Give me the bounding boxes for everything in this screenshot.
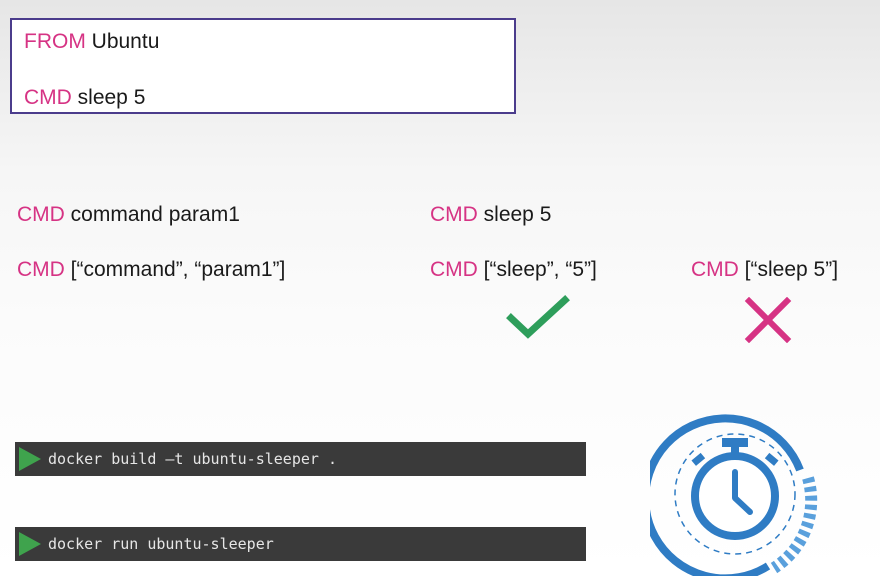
build-command-text: docker build –t ubuntu-sleeper .: [48, 450, 337, 468]
dockerfile-line-cmd: CMD sleep 5: [24, 86, 145, 110]
dockerfile-box: FROM Ubuntu CMD sleep 5: [10, 18, 516, 114]
cross-icon: [744, 297, 792, 343]
keyword-cmd: CMD: [430, 258, 478, 281]
play-arrow-icon: [19, 532, 41, 556]
exec-form-correct-example: CMD [“sleep”, “5”]: [430, 258, 597, 282]
shell-form-example: CMD sleep 5: [430, 203, 551, 227]
cmd-value: sleep 5: [71, 86, 146, 109]
check-icon: [506, 295, 570, 339]
shell-form-text: command param1: [64, 203, 240, 226]
exec-wrong-text: [“sleep 5”]: [738, 258, 839, 281]
from-value: Ubuntu: [85, 30, 160, 53]
run-command-text: docker run ubuntu-sleeper: [48, 535, 274, 553]
shell-example-text: sleep 5: [477, 203, 552, 226]
exec-form-text: [“command”, “param1”]: [64, 258, 286, 281]
stopwatch-icon: [650, 414, 818, 576]
exec-form-syntax: CMD [“command”, “param1”]: [17, 258, 285, 282]
keyword-cmd: CMD: [24, 86, 72, 109]
keyword-cmd: CMD: [430, 203, 478, 226]
shell-form-syntax: CMD command param1: [17, 203, 240, 227]
play-arrow-icon: [19, 447, 41, 471]
terminal-run-command: docker run ubuntu-sleeper: [15, 527, 586, 561]
exec-form-wrong-example: CMD [“sleep 5”]: [691, 258, 838, 282]
exec-correct-text: [“sleep”, “5”]: [477, 258, 597, 281]
keyword-cmd: CMD: [17, 203, 65, 226]
terminal-build-command: docker build –t ubuntu-sleeper .: [15, 442, 586, 476]
keyword-cmd: CMD: [691, 258, 739, 281]
dockerfile-line-from: FROM Ubuntu: [24, 30, 159, 54]
keyword-cmd: CMD: [17, 258, 65, 281]
keyword-from: FROM: [24, 30, 86, 53]
